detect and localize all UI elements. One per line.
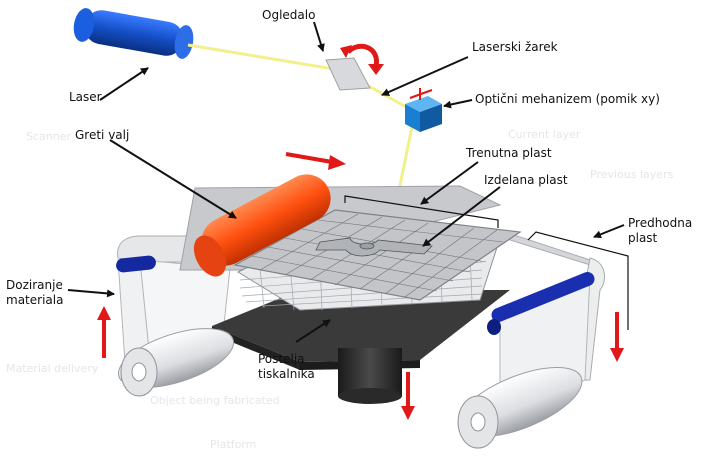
label-laser: Laser xyxy=(69,90,102,104)
ghost-text: Previous layers xyxy=(590,168,674,181)
ghost-text: Current layer xyxy=(508,128,581,141)
label-previous-layer: Predhodna plast xyxy=(628,216,692,246)
feed-up-arrow xyxy=(97,306,111,358)
right-takeup-roll xyxy=(457,366,583,449)
label-material-dosing-line1: Doziranje xyxy=(6,278,63,292)
ghost-text: Platform xyxy=(210,438,257,451)
blue-rod-right xyxy=(487,272,595,335)
current-layer-bracket xyxy=(344,195,499,228)
label-printer-bed: Postelja tiskalnika xyxy=(258,352,315,382)
current-layer-grid xyxy=(233,209,522,301)
label-printer-bed-line1: Postelja xyxy=(258,352,305,366)
mirror-rotation-arrow xyxy=(340,43,384,75)
leader-lines xyxy=(67,21,625,343)
label-material-dosing: Doziranje materiala xyxy=(6,278,63,308)
ghost-text: Material delivery xyxy=(6,362,99,375)
label-current-layer: Trenutna plast xyxy=(466,146,552,160)
takeup-down-arrow xyxy=(610,312,624,362)
laser-beam xyxy=(187,43,417,211)
ghost-text: Object being fabricated xyxy=(150,394,280,407)
mirror xyxy=(325,57,371,91)
label-optical-mechanism: Optični mehanizem (pomik xy) xyxy=(475,92,660,106)
label-previous-layer-line2: plast xyxy=(628,231,658,245)
previous-layer-bracket xyxy=(527,231,629,330)
roller-direction-arrow xyxy=(285,152,346,170)
label-printer-bed-line2: tiskalnika xyxy=(258,367,315,381)
optical-mechanism-cube xyxy=(405,88,442,132)
printer-bed xyxy=(212,290,510,404)
label-laser-beam: Laserski žarek xyxy=(472,40,558,54)
label-material-dosing-line2: materiala xyxy=(6,293,64,307)
label-mirror: Ogledalo xyxy=(262,8,316,22)
left-supply-roll xyxy=(117,328,235,397)
label-previous-layer-line1: Predhodna xyxy=(628,216,693,230)
laser-tube xyxy=(73,8,194,59)
ghost-text: Scanner xyxy=(26,130,72,143)
heated-roller xyxy=(193,174,331,277)
label-fabricated-layer: Izdelana plast xyxy=(484,173,568,187)
blue-rod-left xyxy=(116,255,156,273)
label-heated-roller: Greti valj xyxy=(75,128,130,142)
bed-down-arrow xyxy=(401,372,415,420)
